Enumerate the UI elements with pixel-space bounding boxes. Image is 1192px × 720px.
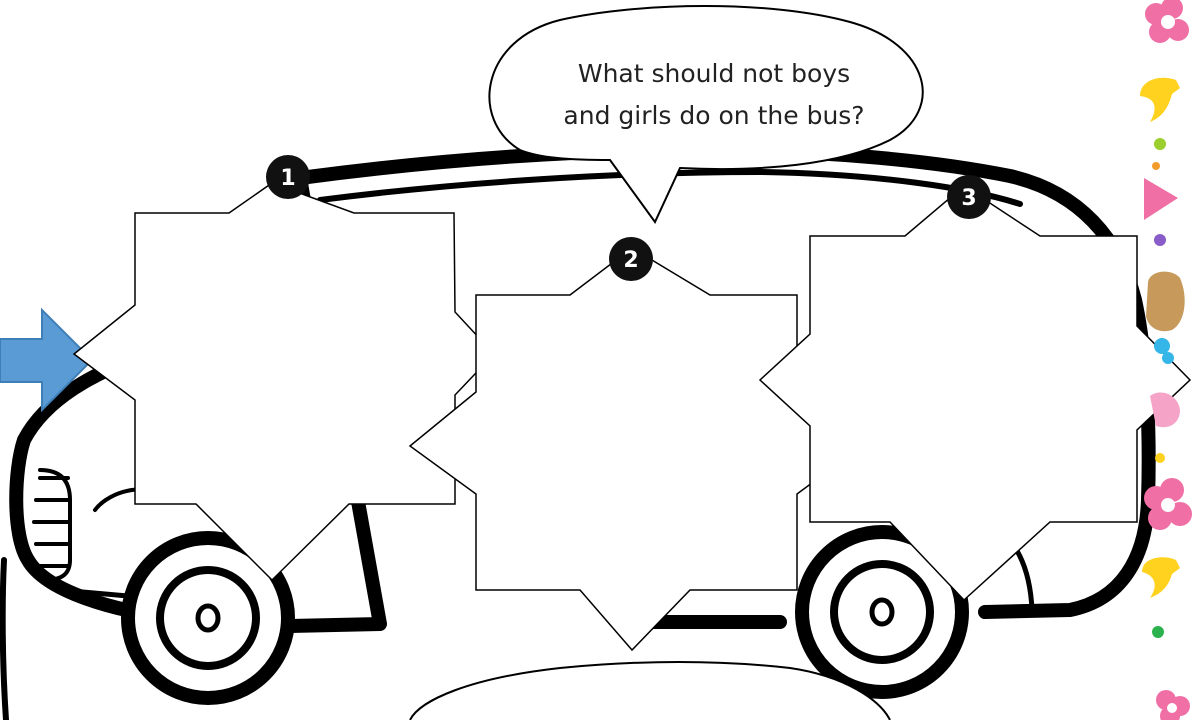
- flower-icon: [1144, 478, 1192, 530]
- speech-bubble-icon: What should not boys and girls do on the…: [488, 5, 924, 224]
- star-burst-icon[interactable]: [72, 182, 496, 582]
- badge-2: 2: [623, 248, 638, 273]
- question-line-1: What should not boys: [578, 59, 850, 88]
- flower-icon: [1145, 0, 1189, 43]
- decorative-border: [1140, 0, 1192, 720]
- number-badge-icon: 3: [947, 175, 991, 219]
- bottom-speech-bubble: [409, 661, 891, 720]
- number-badge-icon: 2: [609, 237, 653, 281]
- star-burst-icon[interactable]: [758, 185, 1192, 602]
- bus-wheel-rear: [795, 525, 969, 699]
- bus-grille: [32, 468, 72, 582]
- badge-1: 1: [280, 166, 295, 191]
- star-burst-icon[interactable]: [408, 247, 864, 652]
- badge-3: 3: [961, 186, 976, 211]
- flower-icon: [1156, 690, 1190, 720]
- arrow-right-icon: [0, 307, 94, 413]
- bus-wheel-front: [121, 531, 295, 705]
- question-line-2: and girls do on the bus?: [563, 101, 864, 130]
- number-badge-icon: 1: [266, 155, 310, 199]
